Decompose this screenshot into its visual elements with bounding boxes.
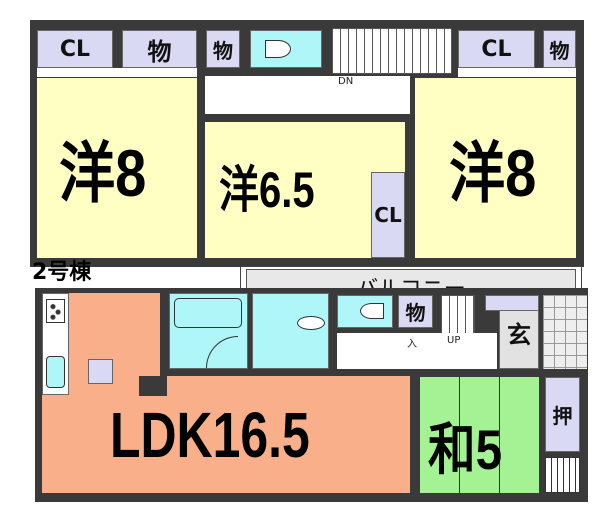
bathtub-icon [174,298,242,328]
washbasin-icon [297,316,325,330]
stove-icon [46,299,65,323]
western-room-center-label: 洋6.5 [219,162,315,218]
toilet-icon [360,303,384,319]
entrance-label: 玄 [507,320,531,349]
washroom [252,293,329,369]
upper-floor: CL 物 物 DN CL 物 洋8 洋6.5 CL 洋8 バルコニー [30,20,584,307]
closet-center-label: CL [374,203,402,227]
kitchen-island [88,359,113,384]
upper-hallway: DN [205,76,410,114]
bathroom [169,293,248,369]
toilet-icon [265,40,291,58]
upper-toilet [250,30,322,68]
ldk-label: LDK16.5 [110,399,310,471]
upper-stairs [332,28,452,74]
sink-icon [46,356,65,388]
shelf-stripes [545,457,580,493]
closet-right: CL [458,30,535,68]
storage-small: 物 [206,30,240,68]
ldk: LDK16.5 [42,376,410,493]
storage-right: 物 [543,30,576,68]
japanese-room: 和5 [420,377,539,493]
closet-right-label: CL [481,36,512,62]
storage-small-label: 物 [213,38,233,63]
kitchen-counter [42,293,69,395]
stairs-up-label: UP [447,335,461,346]
lower-storage: 物 [398,295,433,328]
building-label: 2号棟 [32,260,92,285]
lower-toilet [337,295,393,328]
closet-left-door [37,68,197,77]
bath-door-icon [206,336,238,368]
entry-mark: 入 [407,339,417,350]
ldk-column [139,376,167,396]
closet-left-label: CL [59,36,91,62]
storage-left: 物 [122,30,197,68]
lower-floor: LDK16.5 物 入 UP 玄 和5 押 [0,280,600,522]
western-room-right-label: 洋8 [449,136,537,210]
oshiire-closet: 押 [545,377,580,452]
storage-right-label: 物 [549,38,570,63]
closet-center: CL [371,172,405,258]
entrance-porch [543,295,587,369]
closet-left: CL [37,30,113,68]
lower-storage-label: 物 [405,301,426,325]
storage-left-label: 物 [147,37,172,66]
western-room-right: 洋8 [415,78,576,258]
stairs-down-label: DN [338,76,354,87]
closet-right-door [458,68,576,77]
lower-hallway: 入 UP [337,333,497,369]
western-room-left-label: 洋8 [59,136,147,210]
western-room-left: 洋8 [37,78,197,258]
lower-stairs [441,295,475,335]
japanese-room-label: 和5 [428,418,503,481]
oshiire-label: 押 [552,404,573,428]
shoe-cabinet [485,295,539,311]
